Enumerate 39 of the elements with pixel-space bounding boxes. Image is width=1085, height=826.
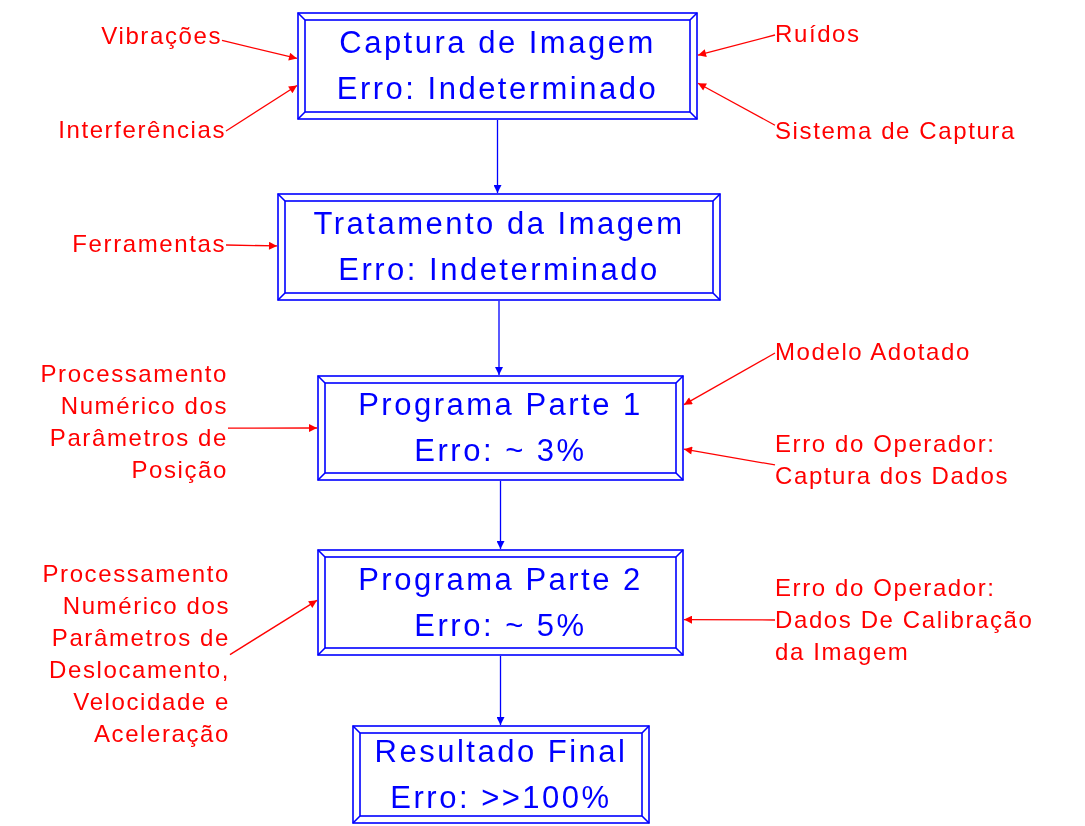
process-box xyxy=(317,549,684,656)
arrow xyxy=(227,424,318,432)
error-estimate: Erro: ~ 5% xyxy=(414,606,587,645)
arrow xyxy=(697,34,776,58)
error-source-label: Erro do Operador: Dados De Calibração da Imagem xyxy=(775,573,1035,667)
step-title: Programa Parte 2 xyxy=(358,560,643,599)
step-title: Captura de Imagem xyxy=(339,24,656,62)
process-box xyxy=(277,193,721,301)
error-estimate: Erro: >>100% xyxy=(390,778,612,817)
arrow xyxy=(683,615,776,624)
error-source-label: Erro do Operador: Captura dos Dados xyxy=(775,429,1010,491)
error-estimate: Erro: Indeterminado xyxy=(336,70,659,108)
arrow xyxy=(683,446,776,466)
arrow xyxy=(229,599,318,656)
error-estimate: Erro: ~ 3% xyxy=(414,432,587,470)
arrow xyxy=(496,480,505,550)
step-title: Resultado Final xyxy=(374,732,628,771)
error-source-label: Vibrações xyxy=(100,21,222,51)
error-estimate: Erro: Indeterminado xyxy=(338,251,660,289)
arrow xyxy=(495,300,503,376)
process-box xyxy=(317,375,684,481)
arrow xyxy=(697,82,776,126)
arrow xyxy=(496,655,505,726)
arrow xyxy=(225,241,278,250)
process-box xyxy=(352,725,650,824)
error-source-label: Sistema de Captura xyxy=(775,116,1017,146)
error-source-label: Interferências xyxy=(57,115,226,145)
arrow xyxy=(225,84,298,132)
error-source-label: Processamento Numérico dos Parâmetros de Deslocamento, Velocidade e Aceleração xyxy=(41,559,230,749)
step-title: Tratamento da Imagem xyxy=(313,205,685,243)
error-source-label: Modelo Adotado xyxy=(775,337,972,367)
arrow xyxy=(221,39,298,61)
arrow xyxy=(683,352,776,406)
error-source-label: Ruídos xyxy=(775,19,862,49)
process-box xyxy=(297,12,698,120)
error-source-label: Processamento Numérico dos Parâmetros de Posição xyxy=(39,359,228,485)
error-source-label: Ferramentas xyxy=(71,229,226,259)
step-title: Programa Parte 1 xyxy=(358,386,643,424)
arrow xyxy=(493,119,502,194)
